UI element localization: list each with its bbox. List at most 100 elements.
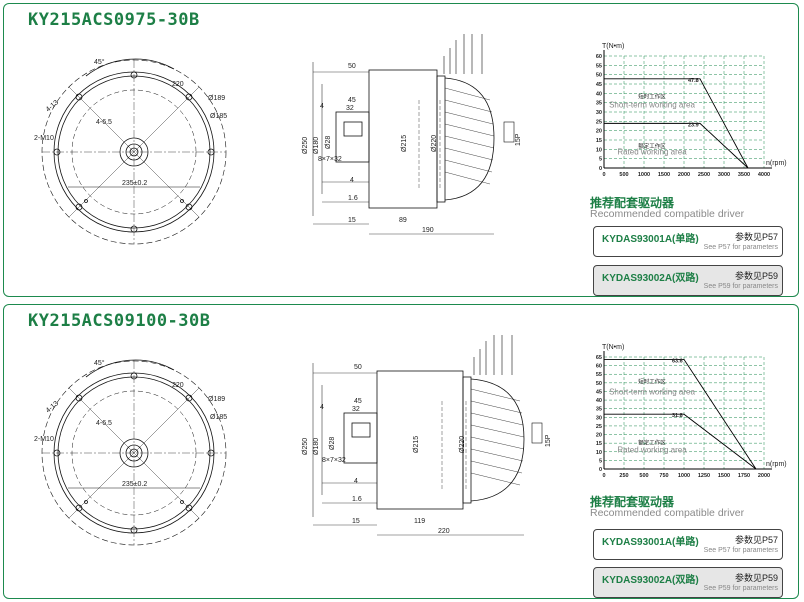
x-tick-label: 1000 — [638, 172, 650, 178]
motor-panel-1: KY215ACS0975-30B 45° 220 Ø189 Ø185 — [3, 3, 799, 297]
dim-hole-65: 4-6.5 — [96, 420, 112, 427]
zone-rated-cn: 额定工作区 — [638, 142, 666, 150]
y-tick-label: 20 — [596, 129, 602, 135]
y-tick-label: 15 — [596, 138, 602, 144]
driver-name: KYDAS93001A(单路) — [602, 537, 699, 548]
motor-drawing: 45° 220 Ø189 Ø185 4-13 4-6.5 2-M10 235±0… — [34, 335, 787, 546]
zone-rated-en: Rated working area — [617, 148, 687, 157]
zone-short-cn: 短时工作区 — [638, 92, 666, 100]
x-axis-label: n(rpm) — [766, 461, 787, 468]
recommend-title-en: Recommended compatible driver — [590, 507, 745, 519]
dim-220-side: Ø220 — [459, 436, 466, 453]
dim-len: 89 — [399, 217, 407, 224]
dim-50: 50 — [354, 364, 362, 371]
y-tick-label: 55 — [596, 372, 602, 378]
driver-name: KYDAS93002A(双路) — [602, 273, 699, 284]
driver-ref: 参数见P59 — [734, 573, 778, 583]
x-tick-label: 2000 — [758, 473, 770, 479]
driver-sub: See P57 for parameters — [703, 244, 778, 251]
x-tick-label: 3000 — [718, 172, 730, 178]
y-tick-label: 55 — [596, 63, 602, 69]
driver-card-dual[interactable]: KYDAS93002A(双路) 参数见P59 See P59 for param… — [593, 567, 783, 598]
y-tick-label: 45 — [596, 82, 602, 88]
y-tick-label: 0 — [599, 467, 602, 473]
driver-card-dual[interactable]: KYDAS93002A(双路) 参数见P59 See P59 for param… — [593, 265, 783, 296]
series-short-term — [604, 358, 757, 470]
x-tick-label: 4000 — [758, 172, 770, 178]
driver-ref: 参数见P57 — [734, 535, 778, 545]
dim-215: Ø215 — [413, 436, 420, 453]
x-tick-label: 1250 — [698, 473, 710, 479]
dim-total: 190 — [422, 227, 434, 234]
driver-sub: See P57 for parameters — [703, 547, 778, 554]
x-tick-label: 750 — [659, 473, 668, 479]
dim-28: Ø28 — [325, 136, 332, 149]
dim-250: Ø250 — [302, 438, 309, 455]
dim-bolt: 235±0.2 — [122, 481, 147, 488]
driver-sub: See P59 for parameters — [703, 585, 778, 592]
dim-189: Ø189 — [208, 95, 225, 102]
zone-short-cn: 短时工作区 — [638, 378, 666, 386]
dim-4b: 4 — [354, 478, 358, 485]
dim-4a: 4 — [320, 404, 324, 411]
driver-card-single[interactable]: KYDAS93001A(单路) 参数见P57 See P57 for param… — [593, 226, 783, 257]
dim-185: Ø185 — [210, 414, 227, 421]
driver-ref: 参数见P59 — [734, 271, 778, 281]
connector-15p: 15P — [515, 133, 522, 146]
x-tick-label: 3500 — [738, 172, 750, 178]
model-title: KY215ACS0975-30B — [28, 10, 200, 30]
x-tick-label: 2000 — [678, 172, 690, 178]
dim-len: 119 — [414, 518, 425, 525]
y-tick-label: 60 — [596, 364, 602, 370]
x-tick-label: 500 — [619, 172, 628, 178]
driver-sub: See P59 for parameters — [703, 283, 778, 290]
dim-45: 45 — [354, 398, 362, 405]
y-tick-label: 40 — [596, 91, 602, 97]
dim-angle: 45° — [94, 58, 105, 66]
peak-torque-label: 63.6 — [672, 358, 683, 364]
front-view — [41, 58, 227, 245]
y-tick-label: 50 — [596, 73, 602, 79]
x-tick-label: 1500 — [658, 172, 670, 178]
x-tick-label: 2500 — [698, 172, 710, 178]
y-tick-label: 20 — [596, 433, 602, 439]
dim-bolt: 235±0.2 — [122, 180, 147, 187]
zone-rated-en: Rated working area — [617, 446, 687, 455]
dim-220-side: Ø220 — [431, 135, 438, 152]
x-tick-label: 0 — [602, 473, 605, 479]
x-axis-label: n(rpm) — [766, 160, 787, 167]
model-title: KY215ACS09100-30B — [28, 311, 211, 331]
side-view — [312, 34, 515, 235]
zone-rated-cn: 额定工作区 — [638, 438, 666, 446]
driver-card-single[interactable]: KYDAS93001A(单路) 参数见P57 See P57 for param… — [593, 529, 783, 560]
y-tick-label: 50 — [596, 381, 602, 387]
dim-15: 15 — [348, 217, 356, 224]
dim-32: 32 — [346, 105, 354, 112]
x-tick-label: 0 — [602, 172, 605, 178]
series-short-term — [604, 78, 749, 169]
y-tick-label: 35 — [596, 407, 602, 413]
driver-name: KYDAS93002A(双路) — [602, 575, 699, 586]
x-tick-label: 1750 — [738, 473, 750, 479]
zone-short-en: Short-term working area — [609, 387, 695, 396]
dim-angle: 45° — [94, 359, 105, 367]
y-tick-label: 0 — [599, 166, 602, 172]
dim-32: 32 — [352, 406, 360, 413]
dim-total: 220 — [438, 528, 450, 535]
zone-short-en: Short-term working area — [609, 100, 695, 109]
motor-drawing: 45° 220 Ø189 Ø185 4-13 4-6.5 2-M10 235±0… — [34, 34, 787, 245]
side-view — [312, 335, 543, 536]
dim-15: 15 — [352, 518, 360, 525]
y-tick-label: 25 — [596, 424, 602, 430]
y-tick-label: 60 — [596, 54, 602, 60]
y-tick-label: 30 — [596, 110, 602, 116]
series-rated — [604, 122, 749, 169]
dim-215: Ø215 — [401, 135, 408, 152]
dim-28: Ø28 — [329, 437, 336, 450]
dim-hole-13: 4-13 — [45, 400, 60, 414]
dim-50: 50 — [348, 63, 356, 70]
y-tick-label: 5 — [599, 458, 602, 464]
dim-m10: 2-M10 — [34, 135, 54, 142]
y-tick-label: 35 — [596, 101, 602, 107]
